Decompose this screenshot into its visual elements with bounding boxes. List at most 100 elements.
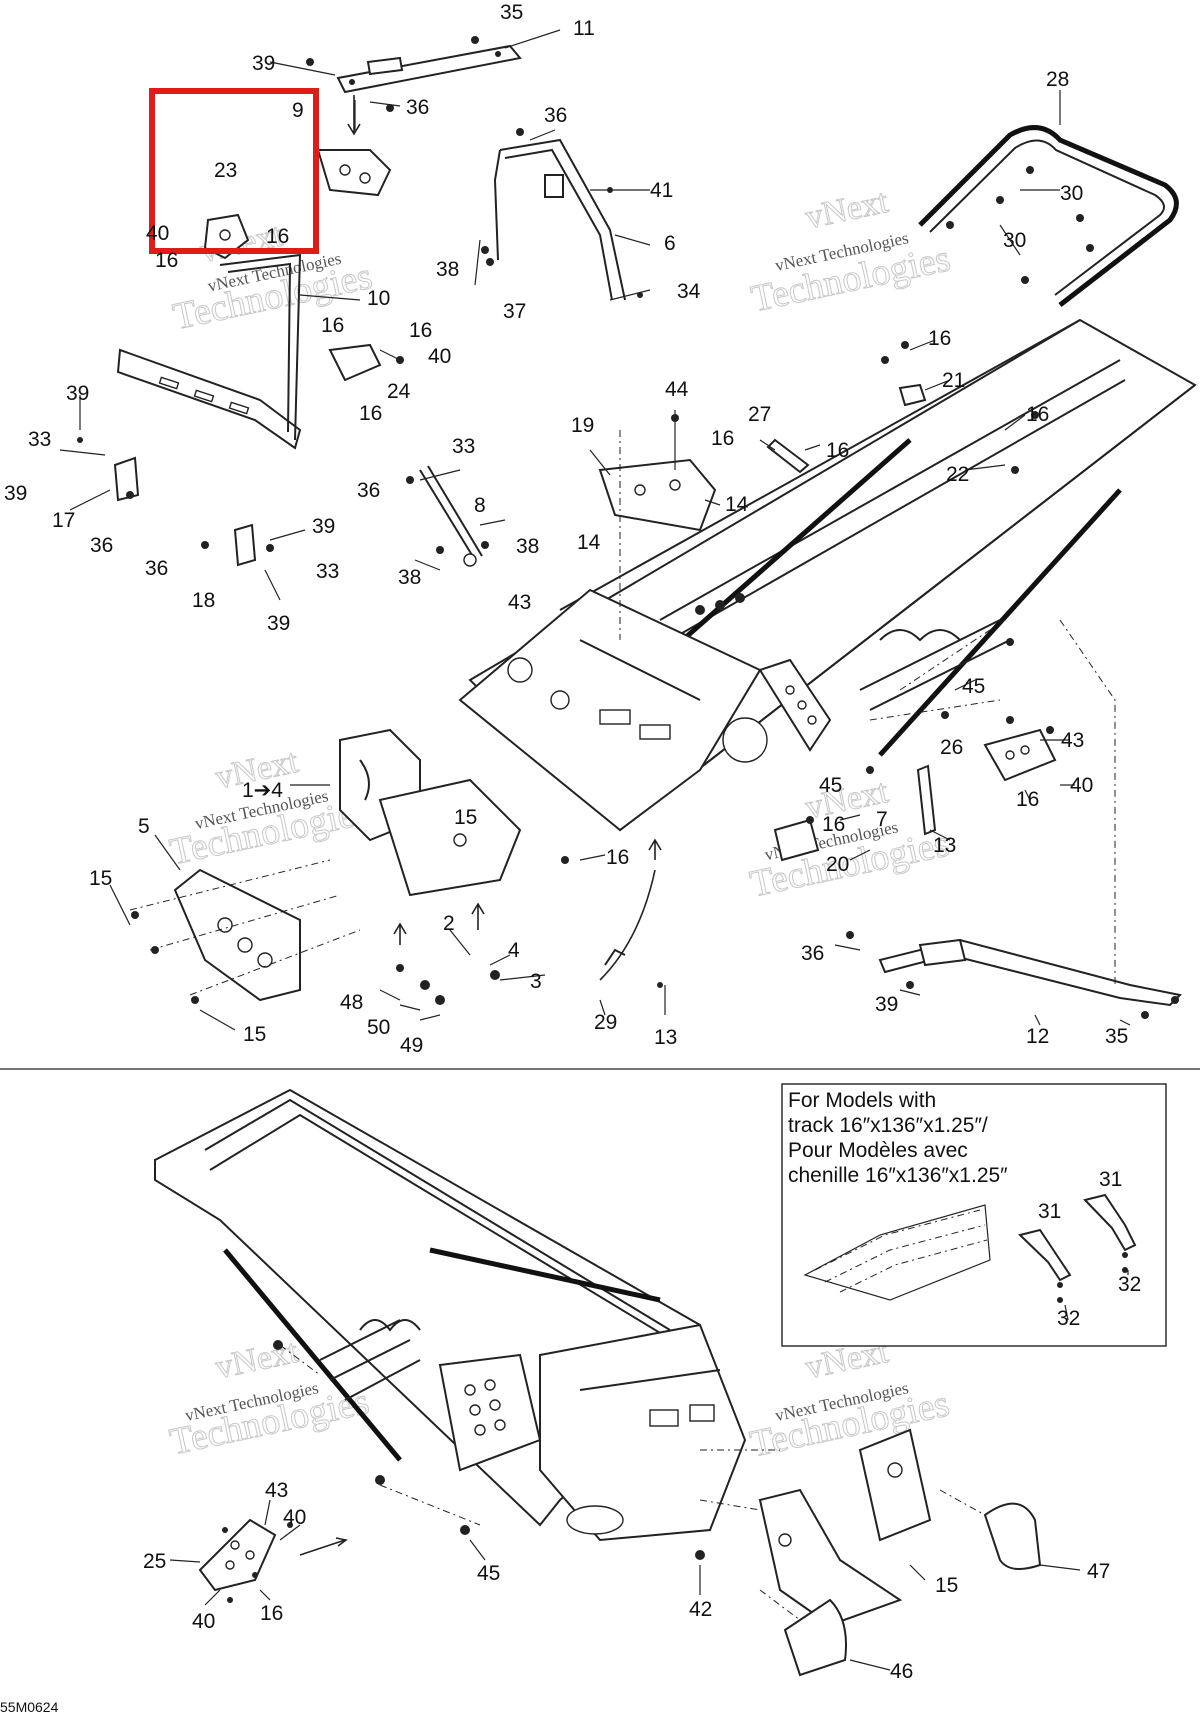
callout-30-b: 30 [1003, 229, 1026, 252]
callout-36-a: 36 [406, 96, 429, 119]
callout-49: 49 [400, 1034, 423, 1057]
callout-45-c: 45 [477, 1562, 500, 1585]
bracket-9-part [316, 149, 392, 197]
callout-16-f: 16 [711, 427, 734, 450]
callout-7: 7 [876, 808, 888, 831]
callout-35-b: 35 [1105, 1025, 1128, 1048]
bracket-18-part [233, 523, 257, 567]
callout-45-b: 45 [819, 774, 842, 797]
callout-1-4: 1➔4 [242, 779, 283, 802]
callout-33-b: 33 [316, 560, 339, 583]
callout-28: 28 [1046, 68, 1069, 91]
callout-31-a: 31 [1099, 1168, 1122, 1191]
callout-27: 27 [748, 403, 771, 426]
callout-8: 8 [474, 494, 486, 517]
watermark-lower-left: vNext vNext Technologies Technologies [166, 1332, 373, 1464]
callout-19: 19 [571, 414, 594, 437]
front-lower-bar-part [116, 253, 302, 450]
callout-39-f: 39 [875, 993, 898, 1016]
callout-26: 26 [940, 736, 963, 759]
callout-18: 18 [192, 589, 215, 612]
callout-47: 47 [1087, 1560, 1110, 1583]
callout-labels: 35 11 39 36 9 23 40 16 16 36 41 28 30 30… [4, 1, 1141, 1683]
callout-38-b: 38 [516, 535, 539, 558]
callout-16-i: 16 [1026, 403, 1049, 426]
callout-40-c: 40 [1070, 774, 1093, 797]
callout-32-a: 32 [1118, 1273, 1141, 1296]
callout-43-c: 43 [265, 1479, 288, 1502]
alignment-lines-upper [129, 430, 1116, 996]
callout-15-c: 15 [243, 1023, 266, 1046]
figure-code: 55M0624 [0, 1699, 59, 1715]
callout-30-a: 30 [1060, 182, 1083, 205]
bar-7-part [916, 764, 937, 836]
pad-46-part [783, 1598, 847, 1677]
callout-35-a: 35 [500, 1, 523, 24]
callout-20: 20 [826, 853, 849, 876]
bracket-27-part [766, 438, 810, 474]
side-plate-5-part [173, 868, 301, 1002]
inset-line-4: chenille 16″x136″x1.25″ [788, 1164, 1008, 1187]
steering-support-part [493, 138, 626, 301]
callout-39-b: 39 [66, 382, 89, 405]
callout-16-g: 16 [826, 439, 849, 462]
callout-40-b: 40 [428, 345, 451, 368]
fasteners-bottom [222, 1340, 705, 1603]
callout-36-b: 36 [544, 104, 567, 127]
callout-38-a: 38 [436, 258, 459, 281]
lower-tunnel-assembly [154, 1088, 747, 1542]
callout-12: 12 [1026, 1025, 1049, 1048]
highlight-box [149, 88, 319, 254]
callout-42: 42 [689, 1598, 712, 1621]
track-variant-inset: For Models with track 16″x136″x1.25″/ Po… [781, 1083, 1167, 1347]
leader-lines-upper [59, 29, 1061, 601]
bracket-21-part [898, 383, 927, 407]
callout-15-a: 15 [454, 806, 477, 829]
watermark-line1: vNext [212, 1333, 302, 1387]
rod-8-part [419, 465, 483, 567]
footrest-26-part [983, 728, 1057, 782]
callout-16-h: 16 [928, 327, 951, 350]
pad-47-part [983, 1502, 1042, 1570]
callout-37: 37 [503, 300, 526, 323]
callout-6: 6 [664, 232, 676, 255]
callout-39-d: 39 [312, 515, 335, 538]
callout-22: 22 [946, 463, 969, 486]
callout-39-e: 39 [267, 612, 290, 635]
front-suspension-bracket [339, 728, 522, 897]
callout-23: 23 [214, 159, 237, 182]
callout-16-d: 16 [409, 319, 432, 342]
callout-3: 3 [530, 970, 542, 993]
callout-14-b: 14 [577, 531, 601, 554]
inset-line-3: Pour Modèles avec [788, 1139, 968, 1162]
bracket-24-part [328, 343, 382, 382]
callout-16-e: 16 [359, 402, 382, 425]
callout-34: 34 [677, 280, 701, 303]
arrows-upper [347, 95, 662, 981]
watermark-top-right: vNext vNext Technologies Technologies [747, 182, 954, 321]
callout-21: 21 [942, 369, 965, 392]
callout-16-c: 16 [321, 314, 344, 337]
callout-15-d: 15 [935, 1574, 958, 1597]
callout-13-b: 13 [654, 1026, 677, 1049]
callout-11: 11 [573, 17, 595, 40]
lower-front-bracket [758, 1428, 932, 1627]
callout-2: 2 [443, 912, 455, 935]
callout-32-b: 32 [1057, 1307, 1080, 1330]
alignment-lines-bottom [279, 1344, 986, 1621]
callout-16-a: 16 [266, 225, 289, 248]
inset-line-2: track 16″x136″x1.25″/ [788, 1114, 988, 1137]
rear-grab-handle-part [918, 125, 1179, 307]
callout-40-e: 40 [192, 1610, 215, 1633]
callout-31-b: 31 [1038, 1200, 1061, 1223]
callout-16-l: 16 [1016, 788, 1039, 811]
callout-36-e: 36 [357, 479, 380, 502]
callout-38-c: 38 [398, 566, 421, 589]
callout-43-a: 43 [508, 591, 531, 614]
callout-40-a: 40 [146, 222, 169, 245]
callout-17: 17 [52, 509, 75, 532]
fasteners-upper [77, 36, 1179, 1019]
callout-33-a: 33 [28, 428, 51, 451]
